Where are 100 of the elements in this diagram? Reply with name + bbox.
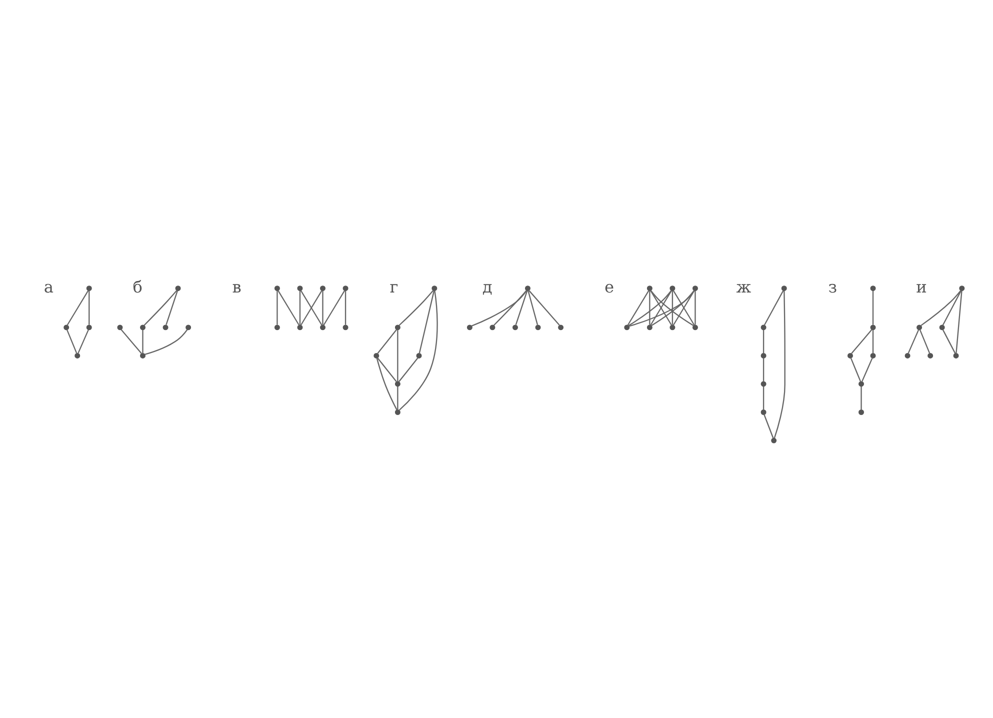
node-circle bbox=[771, 438, 777, 444]
node-circle bbox=[342, 324, 348, 330]
node-circle bbox=[858, 410, 864, 415]
connector bbox=[344, 290, 346, 325]
node-circle bbox=[117, 324, 123, 330]
node-circle bbox=[953, 352, 959, 358]
node-circle bbox=[432, 286, 438, 292]
node-circle bbox=[870, 286, 876, 292]
node-circle bbox=[297, 286, 303, 292]
node-circle bbox=[870, 324, 876, 330]
node-circle bbox=[320, 324, 326, 330]
node-circle bbox=[870, 352, 876, 358]
connector bbox=[649, 290, 650, 325]
connector bbox=[376, 358, 398, 410]
node-circle bbox=[959, 286, 965, 292]
node-circle bbox=[692, 324, 698, 330]
node-circle bbox=[646, 324, 652, 330]
node-circle bbox=[140, 324, 146, 330]
node-circle bbox=[781, 286, 787, 292]
node-circle bbox=[374, 352, 380, 358]
node-circle bbox=[760, 410, 766, 415]
label: г bbox=[390, 277, 398, 296]
connector bbox=[322, 290, 324, 325]
connector bbox=[628, 290, 695, 327]
node-circle bbox=[86, 286, 92, 292]
node-circle bbox=[175, 286, 181, 292]
connector bbox=[528, 290, 538, 325]
label: з bbox=[828, 277, 838, 296]
node-circle bbox=[670, 286, 676, 292]
connector bbox=[942, 290, 962, 326]
connector bbox=[299, 290, 301, 325]
node-circle bbox=[342, 286, 348, 292]
connector bbox=[774, 290, 786, 438]
label: и bbox=[916, 277, 927, 296]
connector bbox=[397, 330, 398, 382]
connector bbox=[672, 290, 674, 325]
connector bbox=[418, 290, 435, 354]
node-circle bbox=[858, 381, 864, 387]
connector bbox=[908, 330, 920, 354]
node-circle bbox=[646, 286, 652, 292]
connector bbox=[142, 330, 144, 354]
node-circle bbox=[320, 286, 326, 292]
node-circle bbox=[490, 324, 496, 330]
connector bbox=[144, 329, 188, 355]
connector bbox=[398, 290, 438, 411]
connector bbox=[398, 358, 418, 382]
label: е bbox=[604, 277, 614, 296]
connector bbox=[144, 290, 178, 326]
node-circle bbox=[916, 324, 922, 330]
node-circle bbox=[394, 324, 400, 330]
connector bbox=[694, 290, 696, 325]
node-circle bbox=[186, 324, 192, 330]
node-circle bbox=[904, 352, 910, 358]
node-circle bbox=[535, 324, 541, 330]
connector bbox=[323, 290, 346, 326]
connector bbox=[762, 330, 764, 354]
label: б bbox=[132, 277, 142, 296]
node-circle bbox=[939, 324, 945, 330]
node-circle bbox=[394, 381, 400, 387]
label: д bbox=[482, 277, 492, 296]
connector bbox=[851, 329, 872, 354]
connector bbox=[862, 358, 873, 382]
connector bbox=[493, 290, 527, 326]
connector bbox=[398, 290, 434, 326]
connector bbox=[377, 329, 397, 354]
node-circle bbox=[760, 381, 766, 387]
connector bbox=[515, 290, 528, 325]
node-circle bbox=[297, 324, 303, 330]
connector bbox=[88, 290, 90, 325]
connector bbox=[276, 290, 278, 325]
connector bbox=[377, 358, 397, 382]
node-circle bbox=[524, 286, 530, 292]
connector bbox=[278, 290, 300, 326]
connector bbox=[628, 290, 672, 326]
node-circle bbox=[466, 324, 472, 330]
connector bbox=[850, 358, 862, 382]
node-circle bbox=[670, 324, 676, 330]
label: а bbox=[44, 277, 54, 296]
node-circle bbox=[760, 324, 766, 330]
connector bbox=[764, 290, 784, 326]
node-circle bbox=[558, 324, 564, 330]
node-circle bbox=[416, 352, 422, 358]
connector bbox=[872, 290, 874, 325]
connector bbox=[919, 330, 930, 354]
connector bbox=[956, 290, 962, 354]
label: в bbox=[232, 277, 242, 296]
node-circle bbox=[64, 324, 70, 330]
node-circle bbox=[86, 324, 92, 330]
node-circle bbox=[274, 286, 280, 292]
connector bbox=[672, 290, 695, 326]
connector bbox=[762, 386, 764, 410]
connector bbox=[120, 329, 142, 354]
node-circle bbox=[848, 352, 853, 358]
node-circle bbox=[692, 286, 698, 292]
connector bbox=[860, 386, 862, 410]
connector bbox=[762, 358, 764, 382]
connector bbox=[627, 290, 650, 326]
connector bbox=[397, 386, 398, 410]
connector bbox=[528, 290, 560, 326]
connector bbox=[78, 330, 89, 354]
